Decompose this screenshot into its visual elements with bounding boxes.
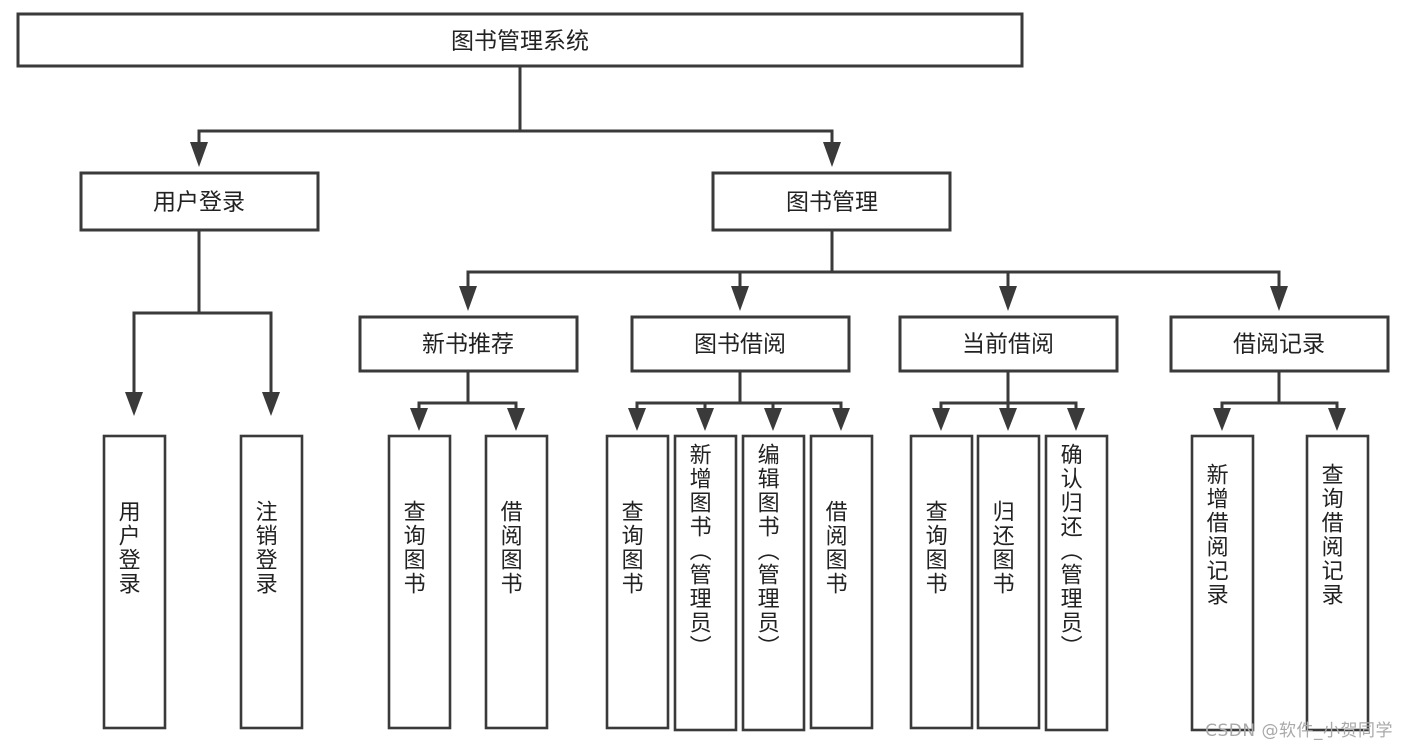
leaf-box-bb-add-book[interactable] xyxy=(673,434,738,732)
arrow-head-icon xyxy=(125,392,143,416)
node-user-login[interactable]: 用户登录 xyxy=(79,171,320,232)
arrow-head-icon xyxy=(696,408,714,431)
arrow-head-icon xyxy=(832,408,850,431)
node-new-book-rec-label: 新书推荐 xyxy=(422,332,514,358)
arrow-head-icon xyxy=(999,408,1017,431)
leaf-box-br-query-record[interactable] xyxy=(1305,434,1370,732)
arrow-head-icon xyxy=(190,142,208,167)
node-book-borrow[interactable]: 图书借阅 xyxy=(630,315,851,373)
node-root[interactable]: 图书管理系统 xyxy=(16,12,1024,68)
leaf-box-logout[interactable] xyxy=(239,434,304,730)
leaf-box-bb-borrow-book[interactable] xyxy=(809,434,874,730)
arrow-head-icon xyxy=(731,286,749,311)
leaf-box-br-add-record[interactable] xyxy=(1190,434,1255,732)
arrow-head-icon xyxy=(1067,408,1085,431)
node-book-borrow-box[interactable] xyxy=(630,315,851,373)
node-current-borrow-label: 当前借阅 xyxy=(962,332,1054,358)
leaf-box-rec-query-book[interactable] xyxy=(387,434,452,730)
arrow-head-icon xyxy=(999,286,1017,311)
node-user-login-label: 用户登录 xyxy=(153,190,245,216)
node-borrow-record-box[interactable] xyxy=(1169,315,1390,373)
arrow-head-icon xyxy=(823,142,841,167)
leaf-box-bb-edit-book[interactable] xyxy=(741,434,806,732)
leaf-box-cb-return-book[interactable] xyxy=(976,434,1041,730)
arrow-head-icon xyxy=(1328,408,1346,431)
leaf-box-rec-borrow-book[interactable] xyxy=(484,434,549,730)
arrow-head-icon xyxy=(459,286,477,311)
arrow-head-icon xyxy=(932,408,950,431)
arrow-head-icon xyxy=(410,408,428,431)
node-book-borrow-label: 图书借阅 xyxy=(694,332,786,358)
node-root-box[interactable] xyxy=(16,12,1024,68)
node-current-borrow[interactable]: 当前借阅 xyxy=(898,315,1119,373)
leaf-box-user-login[interactable] xyxy=(102,434,167,730)
leaf-box-bb-query-book[interactable] xyxy=(605,434,670,730)
node-current-borrow-box[interactable] xyxy=(898,315,1119,373)
node-book-manage-label: 图书管理 xyxy=(786,190,878,216)
node-new-book-rec-box[interactable] xyxy=(358,315,579,373)
arrow-head-icon xyxy=(1270,286,1288,311)
arrow-head-icon xyxy=(507,408,525,431)
node-book-manage-box[interactable] xyxy=(711,171,952,232)
arrow-head-icon xyxy=(764,408,782,431)
node-root-label: 图书管理系统 xyxy=(451,29,589,55)
leaf-box-cb-query-book[interactable] xyxy=(909,434,974,730)
arrow-head-icon xyxy=(262,392,280,416)
node-book-manage[interactable]: 图书管理 xyxy=(711,171,952,232)
arrow-head-icon xyxy=(628,408,646,431)
arrow-head-icon xyxy=(1213,408,1231,431)
leaf-box-cb-confirm-return[interactable] xyxy=(1044,434,1109,732)
node-borrow-record[interactable]: 借阅记录 xyxy=(1169,315,1390,373)
node-new-book-rec[interactable]: 新书推荐 xyxy=(358,315,579,373)
watermark-label: CSDN @软件_小贺同学 xyxy=(1205,721,1393,741)
node-borrow-record-label: 借阅记录 xyxy=(1233,332,1325,358)
